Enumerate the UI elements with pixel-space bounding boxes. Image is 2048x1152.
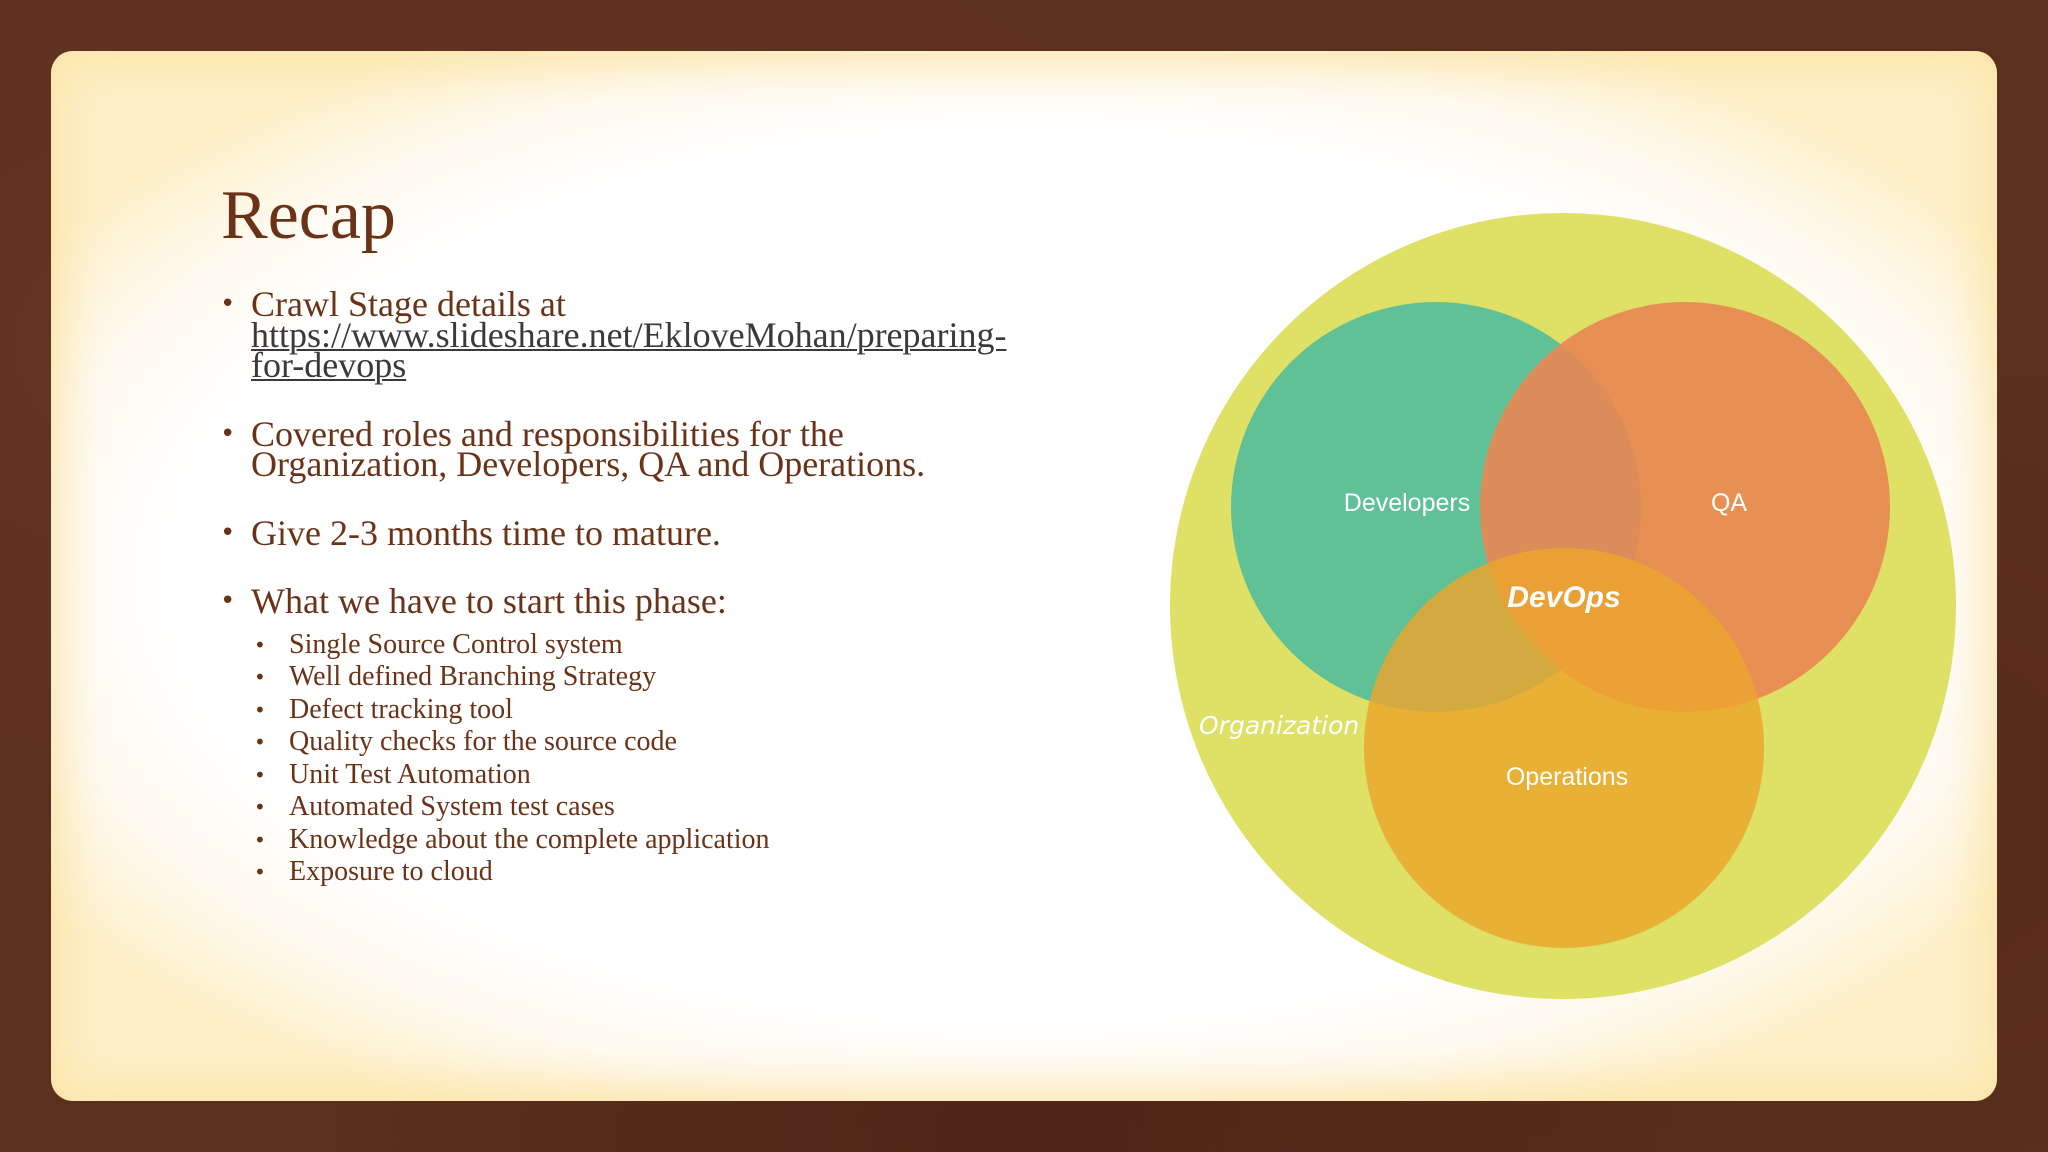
operations-circle xyxy=(1364,548,1764,948)
bullet-list: Crawl Stage details at https://www.slide… xyxy=(220,286,1007,927)
bullet-text: Covered roles and responsibilities for t… xyxy=(251,413,926,484)
qa-label: QA xyxy=(1711,489,1747,517)
organization-label: Organization xyxy=(1199,711,1359,740)
bullet-crawl-stage: Crawl Stage details at https://www.slide… xyxy=(220,286,1007,383)
bullet-roles: Covered roles and responsibilities for t… xyxy=(220,416,940,482)
list-item: Automated System test cases xyxy=(251,791,940,824)
bullet-start-phase: What we have to start this phase: Single… xyxy=(220,583,940,889)
bullet-text: Give 2-3 months time to mature. xyxy=(251,512,721,553)
list-item: Quality checks for the source code xyxy=(251,726,940,759)
list-item: Defect tracking tool xyxy=(251,694,940,727)
list-item: Knowledge about the complete application xyxy=(251,824,940,857)
developers-label: Developers xyxy=(1344,489,1470,517)
slideshare-link[interactable]: https://www.slideshare.net/EkloveMohan/p… xyxy=(251,314,1007,385)
devops-label: DevOps xyxy=(1507,581,1620,614)
slide-title: Recap xyxy=(221,177,396,254)
list-item: Single Source Control system xyxy=(251,629,940,662)
devops-venn-diagram: Organization Developers QA Operations De… xyxy=(1170,213,1956,999)
list-item: Exposure to cloud xyxy=(251,856,940,889)
list-item: Well defined Branching Strategy xyxy=(251,661,940,694)
bullet-text: What we have to start this phase: xyxy=(251,581,727,621)
bullet-text: Crawl Stage details at xyxy=(251,284,566,324)
operations-label: Operations xyxy=(1506,763,1628,791)
list-item: Unit Test Automation xyxy=(251,759,940,792)
bullet-mature: Give 2-3 months time to mature. xyxy=(220,515,940,551)
slide: Recap Crawl Stage details at https://www… xyxy=(51,51,1997,1101)
requirements-list: Single Source Control system Well define… xyxy=(251,629,940,889)
